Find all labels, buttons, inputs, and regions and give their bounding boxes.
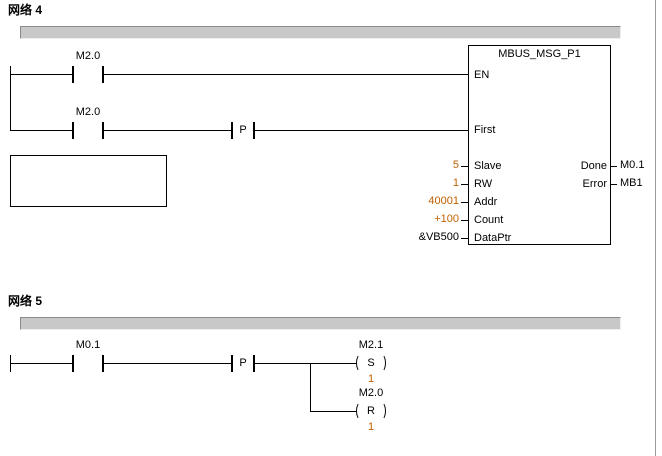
block-input-first: First (474, 124, 496, 136)
network5-header-bar[interactable] (20, 317, 621, 330)
positive-edge-contact[interactable]: P (231, 122, 255, 139)
pin-stub (610, 166, 617, 167)
reset-coil-m2.0[interactable]: R (356, 402, 386, 420)
param-value-count[interactable]: +100 (434, 213, 459, 225)
contact-bar (231, 355, 233, 372)
param-value-rw[interactable]: 1 (452, 177, 459, 189)
network4-power-rail (10, 66, 11, 131)
contact-bar (72, 122, 74, 139)
param-value-addr[interactable]: 40001 (428, 195, 459, 207)
contact-m0.1[interactable] (72, 355, 104, 372)
contact-address-label: M2.0 (75, 50, 101, 62)
empty-operand-box[interactable] (10, 155, 167, 207)
coil-function-label: S (367, 357, 375, 369)
coil-count-value[interactable]: 1 (367, 421, 375, 433)
wire-segment (310, 411, 356, 412)
block-input-dataptr: DataPtr (474, 232, 512, 244)
network5-title: 网络 5 (8, 294, 43, 308)
contact-bar (72, 355, 74, 372)
output-operand-done[interactable]: M0.1 (620, 159, 645, 171)
block-output-error: Error (582, 178, 607, 190)
set-coil-m2.1[interactable]: S (356, 354, 386, 372)
contact-address-label: M2.0 (75, 106, 101, 118)
pin-stub (461, 202, 468, 203)
coil-paren-left (356, 402, 365, 420)
coil-paren-right (377, 354, 386, 372)
wire-segment (104, 130, 231, 131)
wire-segment (255, 130, 468, 131)
pin-stub (461, 166, 468, 167)
coil-address-label: M2.1 (358, 339, 384, 351)
contact-m2.0-rung2[interactable] (72, 122, 104, 139)
param-value-dataptr[interactable]: &VB500 (418, 231, 459, 243)
block-input-count: Count (474, 214, 504, 226)
window-border (655, 0, 656, 456)
edge-label: P (239, 357, 247, 369)
contact-bar (253, 122, 255, 139)
coil-function-label: R (367, 405, 375, 417)
wire-segment (10, 74, 72, 75)
output-operand-error[interactable]: MB1 (620, 177, 643, 189)
network4-header-bar[interactable] (20, 26, 621, 39)
branch-wire (310, 363, 311, 412)
pin-stub (461, 220, 468, 221)
coil-paren-right (377, 402, 386, 420)
wire-segment (10, 363, 72, 364)
coil-paren-left (356, 354, 365, 372)
contact-bar (231, 122, 233, 139)
wire-segment (104, 74, 468, 75)
coil-count-value[interactable]: 1 (367, 373, 375, 385)
block-input-addr: Addr (474, 196, 498, 208)
wire-segment (255, 363, 356, 364)
contact-bar (72, 66, 74, 83)
contact-bar (102, 355, 104, 372)
param-value-slave[interactable]: 5 (452, 159, 459, 171)
block-title: MBUS_MSG_P1 (498, 48, 581, 60)
block-input-en: EN (474, 69, 490, 81)
contact-bar (102, 122, 104, 139)
contact-address-label: M0.1 (75, 339, 101, 351)
coil-address-label: M2.0 (358, 387, 384, 399)
wire-segment (104, 363, 231, 364)
positive-edge-contact[interactable]: P (231, 355, 255, 372)
block-output-done: Done (580, 160, 607, 172)
block-input-slave: Slave (474, 160, 502, 172)
network4-title: 网络 4 (8, 3, 43, 17)
contact-m2.0-rung1[interactable] (72, 66, 104, 83)
contact-bar (102, 66, 104, 83)
edge-label: P (239, 124, 247, 136)
pin-stub (461, 184, 468, 185)
pin-stub (610, 184, 617, 185)
block-input-rw: RW (474, 178, 493, 190)
pin-stub (461, 238, 468, 239)
mbus-msg-p1-block[interactable]: MBUS_MSG_P1 EN First Slave RW Addr Count… (468, 45, 611, 245)
contact-bar (253, 355, 255, 372)
wire-segment (10, 130, 72, 131)
